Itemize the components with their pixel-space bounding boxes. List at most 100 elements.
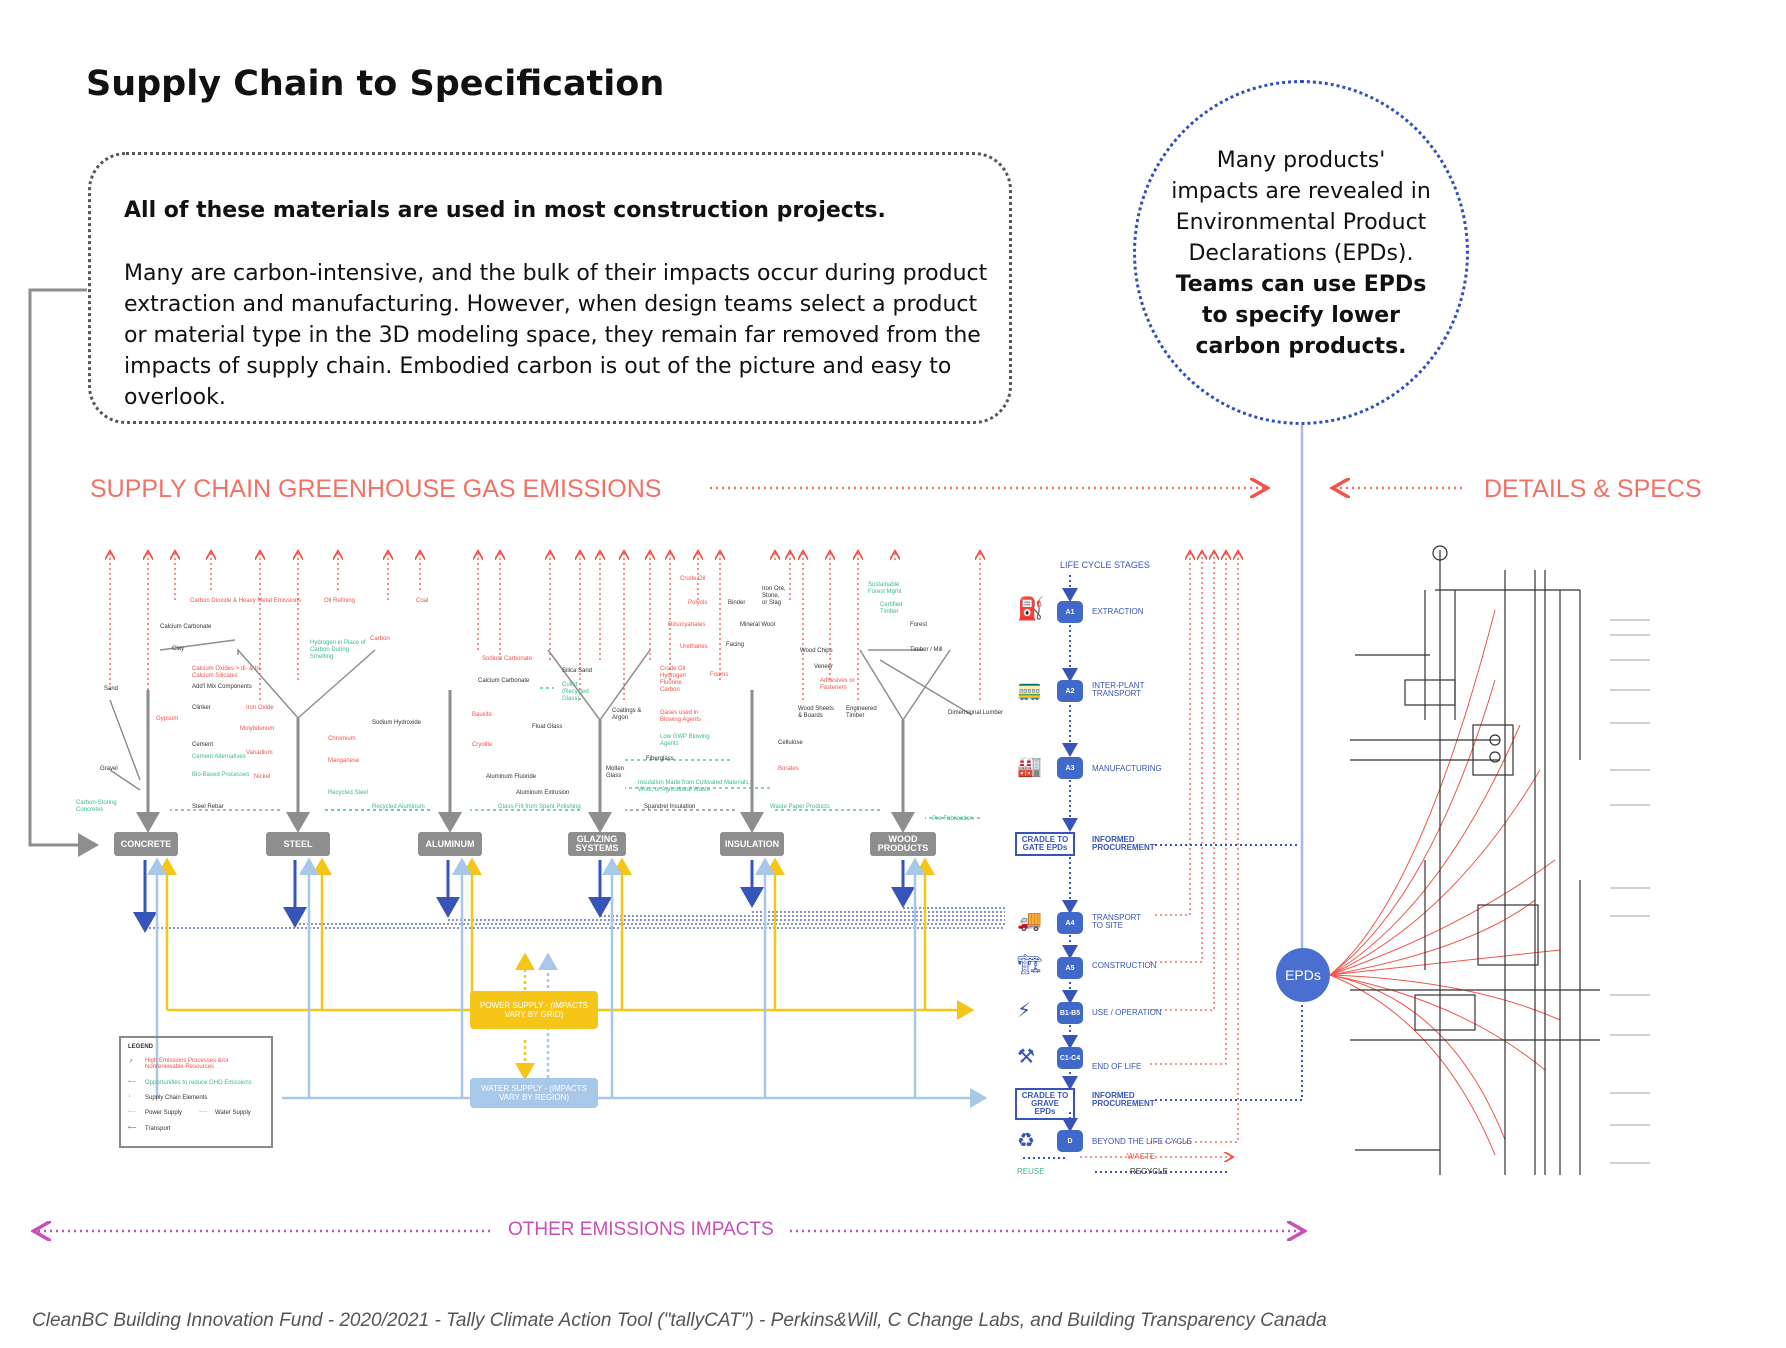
stage-c1-c4-label: END OF LIFE [1092,1062,1142,1071]
supply-chain-heading: SUPPLY CHAIN GREENHOUSE GAS EMISSIONS [90,475,662,503]
label-calcium-carbonate-2: Calcium Carbonate [478,678,530,684]
label-veneer: Veneer [814,664,834,670]
epd-callout-plain: Many products' impacts are revealed in E… [1171,148,1431,266]
stage-a1-label: EXTRACTION [1092,607,1144,616]
label-diisocyanates: Diisocyanates [668,622,706,628]
wrecking-ball-icon: ⚒ [1017,1044,1035,1068]
label-dimensional-lumber: Dimensional Lumber [948,710,1004,716]
label-clay: Clay [172,646,185,652]
recycle-label: RECYCLE [1130,1167,1168,1176]
label-chromium: Chromium [328,736,356,742]
factory-icon: 🏭 [1017,754,1042,778]
label-binder: Binder [728,600,746,606]
label-carbon-storing: Carbon-Storing Concretes [76,800,117,813]
label-glass-frit: Glass Frit from Spent Polishing [498,804,581,810]
label-sodium-carbonate: Sodium Carbonate [482,656,533,662]
label-aluminum-extrusion: Aluminum Extrusion [516,790,570,796]
legend-item-water: Water Supply [215,1110,251,1116]
stage-d-label: BEYOND THE LIFE CYCLE [1092,1137,1192,1146]
callout-heading: All of these materials are used in most … [124,198,886,223]
label-crude-oil-hf: Crude Oil Hydrogen Fluorine Carbon [660,666,687,693]
label-crude-oil: Crude Oil [680,576,706,582]
page-title: Supply Chain to Specification [86,64,665,104]
label-cement-alternatives: Cement Alternatives [192,754,246,760]
stage-b1-b5-label: USE / OPERATION [1092,1008,1162,1017]
label-spandrel: Spandrel Insulation [644,804,696,810]
callout-body: Many are carbon-intensive, and the bulk … [124,261,988,410]
label-oil-refining: Oil Refining [324,598,356,604]
footer-credit: CleanBC Building Innovation Fund - 2020/… [32,1310,1327,1331]
label-mineral-wool: Mineral Wool [740,622,775,628]
legend-item-opportunities: Opportunities to reduce GHG Emissions [145,1080,252,1086]
legend: LEGEND High Emissions Processes &/or Non… [119,1036,273,1148]
label-clinker: Clinker [192,705,211,711]
label-low-gwp: Low GWP Blowing Agents [660,734,710,747]
truck-icon: 🚚 [1017,908,1042,932]
label-co2-emissions: Carbon Dioxide & Heavy Metal Emissions [190,598,302,604]
label-bauxite: Bauxite [472,712,493,718]
callout-box [88,152,1012,424]
label-silica-sand: Silica Sand [562,668,593,674]
label-coatings-argon: Coatings & Argon [612,708,642,721]
recycle-icon: ♻ [1017,1128,1035,1152]
stage-b1-b5: B1-B5 [1057,1002,1083,1024]
epd-callout-bold: Teams can use EPDs to specify lower carb… [1175,272,1427,359]
life-cycle-header: LIFE CYCLE STAGES [1060,560,1150,570]
cradle-to-gate-box: CRADLE TO GATE EPDs [1015,832,1075,856]
material-wood-products: WOOD PRODUCTS [870,832,936,856]
other-emissions-heading: OTHER EMISSIONS IMPACTS [508,1219,774,1240]
label-gases-blowing: Gases used in Blowing Agents [660,710,702,723]
label-coal: Coal [416,598,429,604]
label-fiberglass: Fiberglass [646,756,674,762]
material-concrete: CONCRETE [114,832,178,856]
epd-callout-text: Many products' impacts are revealed in E… [1170,145,1432,362]
label-aluminum-fluoride: Aluminum Fluoride [486,774,537,780]
material-glazing-systems: GLAZING SYSTEMS [568,832,626,856]
label-steel-rebar: Steel Rebar [192,804,224,810]
waste-label: WASTE [1127,1152,1156,1161]
reuse-label: REUSE [1017,1167,1045,1176]
label-forest: Forest [910,622,928,628]
label-recycled-steel: Recycled Steel [328,790,369,796]
stage-a3-label: MANUFACTURING [1092,764,1162,773]
label-calcium-carbonate: Calcium Carbonate [160,624,212,630]
label-gravel: Gravel [100,766,118,772]
stage-d: D [1057,1130,1083,1152]
pump-jack-icon: ⛽ [1017,597,1045,622]
legend-title: LEGEND [128,1044,154,1050]
label-manganese: Manganese [328,758,360,764]
label-sustainable-forest: Sustainable Forest Mgmt [868,582,902,595]
label-vanadium: Vanadium [246,750,273,756]
legend-item-power: Power Supply [145,1110,183,1116]
label-molten-glass: Molten Glass [606,766,625,779]
label-iron-ore: Iron Ore, Stone, or Slag [762,586,786,606]
label-nickel: Nickel [254,774,271,780]
label-calcium-oxides: Calcium Oxides > di- & tri- Calcium Sili… [192,666,262,679]
informed-procurement-1: INFORMED PROCUREMENT [1092,835,1155,852]
label-recycled-aluminum: Recycled Aluminum [372,804,425,810]
legend-gray-arrow-icon: ↓ [128,1093,131,1099]
legend-item-supply-chain: Supply Chain Elements [145,1095,208,1101]
legend-item-emissions: High Emissions Processes &/or Nonrenewab… [145,1058,229,1070]
label-float-glass: Float Glass [532,724,563,730]
stage-a1: A1 [1057,601,1083,623]
material-aluminum: ALUMINUM [418,832,482,856]
label-certified-timber: Certified Timber [880,602,903,615]
stage-c1-c4: C1-C4 [1057,1047,1083,1069]
stage-a4: A4 [1057,912,1083,934]
label-sand: Sand [104,686,119,692]
cradle-to-grave-box: CRADLE TO GRAVE EPDs [1015,1088,1075,1120]
legend-lightblue-arrow-icon: ⟵ [199,1109,208,1115]
informed-procurement-2: INFORMED PROCUREMENT [1092,1091,1155,1108]
water-supply-box: WATER SUPPLY - (IMPACTS VARY BY REGION) [470,1078,598,1108]
label-borates: Borates [778,766,799,772]
epd-callout-circle [1133,80,1469,425]
label-iron-oxide: Iron Oxide [246,705,274,711]
label-addl-mix: Add'l Mix Components [192,684,252,690]
stage-a5: A5 [1057,957,1083,979]
label-waste-paper: Waste Paper Products [770,804,830,810]
stage-a3: A3 [1057,757,1083,779]
label-wood-chips: Wood Chips [800,648,833,654]
legend-item-transport: Transport [145,1126,171,1132]
